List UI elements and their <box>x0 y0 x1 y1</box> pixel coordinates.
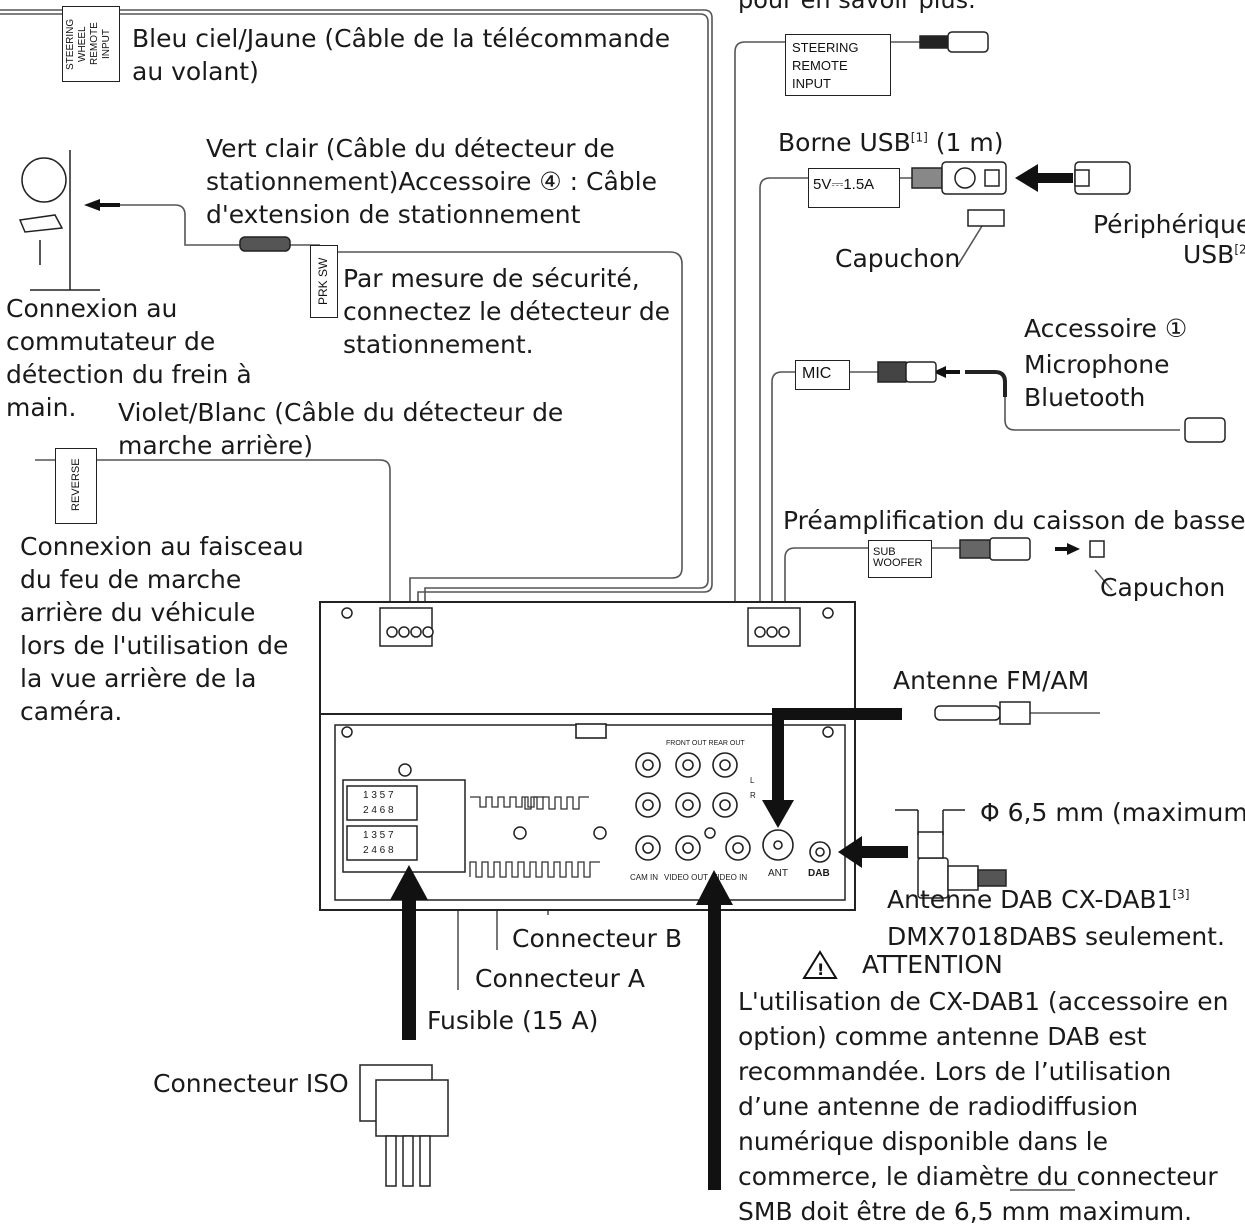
connexion-feu-label: Connexion au faisceau du feu de marche a… <box>20 532 304 726</box>
attention-heading: ATTENTION <box>862 950 1003 979</box>
violet-blanc-label: Violet/Blanc (Câble du détecteur de marc… <box>118 398 564 460</box>
microphone-label: Microphone <box>1024 350 1170 379</box>
capuchon-usb-label: Capuchon <box>835 244 961 273</box>
fusible-label: Fusible (15 A) <box>427 1006 599 1035</box>
peripherique-usb-label: USB[2] <box>1183 240 1245 269</box>
preamp-label: Préamplification du caisson de basses <box>783 506 1245 535</box>
svg-text:!: ! <box>817 960 824 979</box>
bluetooth-label: Bluetooth <box>1024 383 1146 412</box>
dab-label: DAB <box>808 868 830 879</box>
connexion-frein-label: Connexion au commutateur de détection du… <box>6 294 252 422</box>
antenne-fm-label: Antenne FM/AM <box>893 666 1090 695</box>
mic-tag: MIC <box>795 360 850 390</box>
steering-remote-tag: STEERING REMOTE INPUT <box>785 34 891 96</box>
r-label: R <box>750 791 756 800</box>
steering-wheel-remote-tag: STEERING WHEEL REMOTE INPUT <box>62 6 120 82</box>
savoir-plus-text: pour en savoir plus. <box>738 0 976 14</box>
front-out-label: FRONT OUT REAR OUT <box>666 740 745 747</box>
l-label: L <box>750 776 755 785</box>
pin-row-2: 2 4 6 8 <box>363 805 394 816</box>
attention-text: L'utilisation de CX-DAB1 (accessoire en … <box>738 987 1229 1226</box>
sub-woofer-tag: SUB WOOFER <box>868 540 932 578</box>
diametre-label: Φ 6,5 mm (maximum) <box>980 798 1245 827</box>
prk-sw-tag: PRK SW <box>310 245 338 318</box>
pin-row-1: 1 3 5 7 <box>363 790 394 801</box>
cam-in-label: CAM IN <box>630 873 658 882</box>
ant-label: ANT <box>768 868 788 879</box>
accessoire-1-label: Accessoire ① <box>1024 314 1188 343</box>
borne-usb-label: Borne USB[1] (1 m) <box>778 128 1004 157</box>
peripherique-label: Périphérique <box>1093 210 1245 239</box>
bleu-ciel-label: Bleu ciel/Jaune (Câble de la télécommand… <box>132 24 671 86</box>
video-out-label: VIDEO OUT <box>664 873 709 882</box>
vert-clair-label: Vert clair (Câble du détecteur de statio… <box>206 134 657 229</box>
video-in-label: VIDEO IN <box>712 873 748 882</box>
connecteur-iso-label: Connecteur ISO <box>153 1069 349 1098</box>
reverse-tag: REVERSE <box>55 448 97 524</box>
usb-power-tag: 5V⎓1.5A <box>808 168 900 208</box>
capuchon-sub-label: Capuchon <box>1100 573 1226 602</box>
connecteur-a-label: Connecteur A <box>475 964 645 993</box>
antenne-dab-label: Antenne DAB CX-DAB1[3] <box>887 885 1190 914</box>
pin-row-4: 2 4 6 8 <box>363 845 394 856</box>
connecteur-b-label: Connecteur B <box>512 924 682 953</box>
dmx-label: DMX7018DABS seulement. <box>887 922 1225 951</box>
securite-label: Par mesure de sécurité, connectez le dét… <box>343 264 671 359</box>
pin-row-3: 1 3 5 7 <box>363 830 394 841</box>
